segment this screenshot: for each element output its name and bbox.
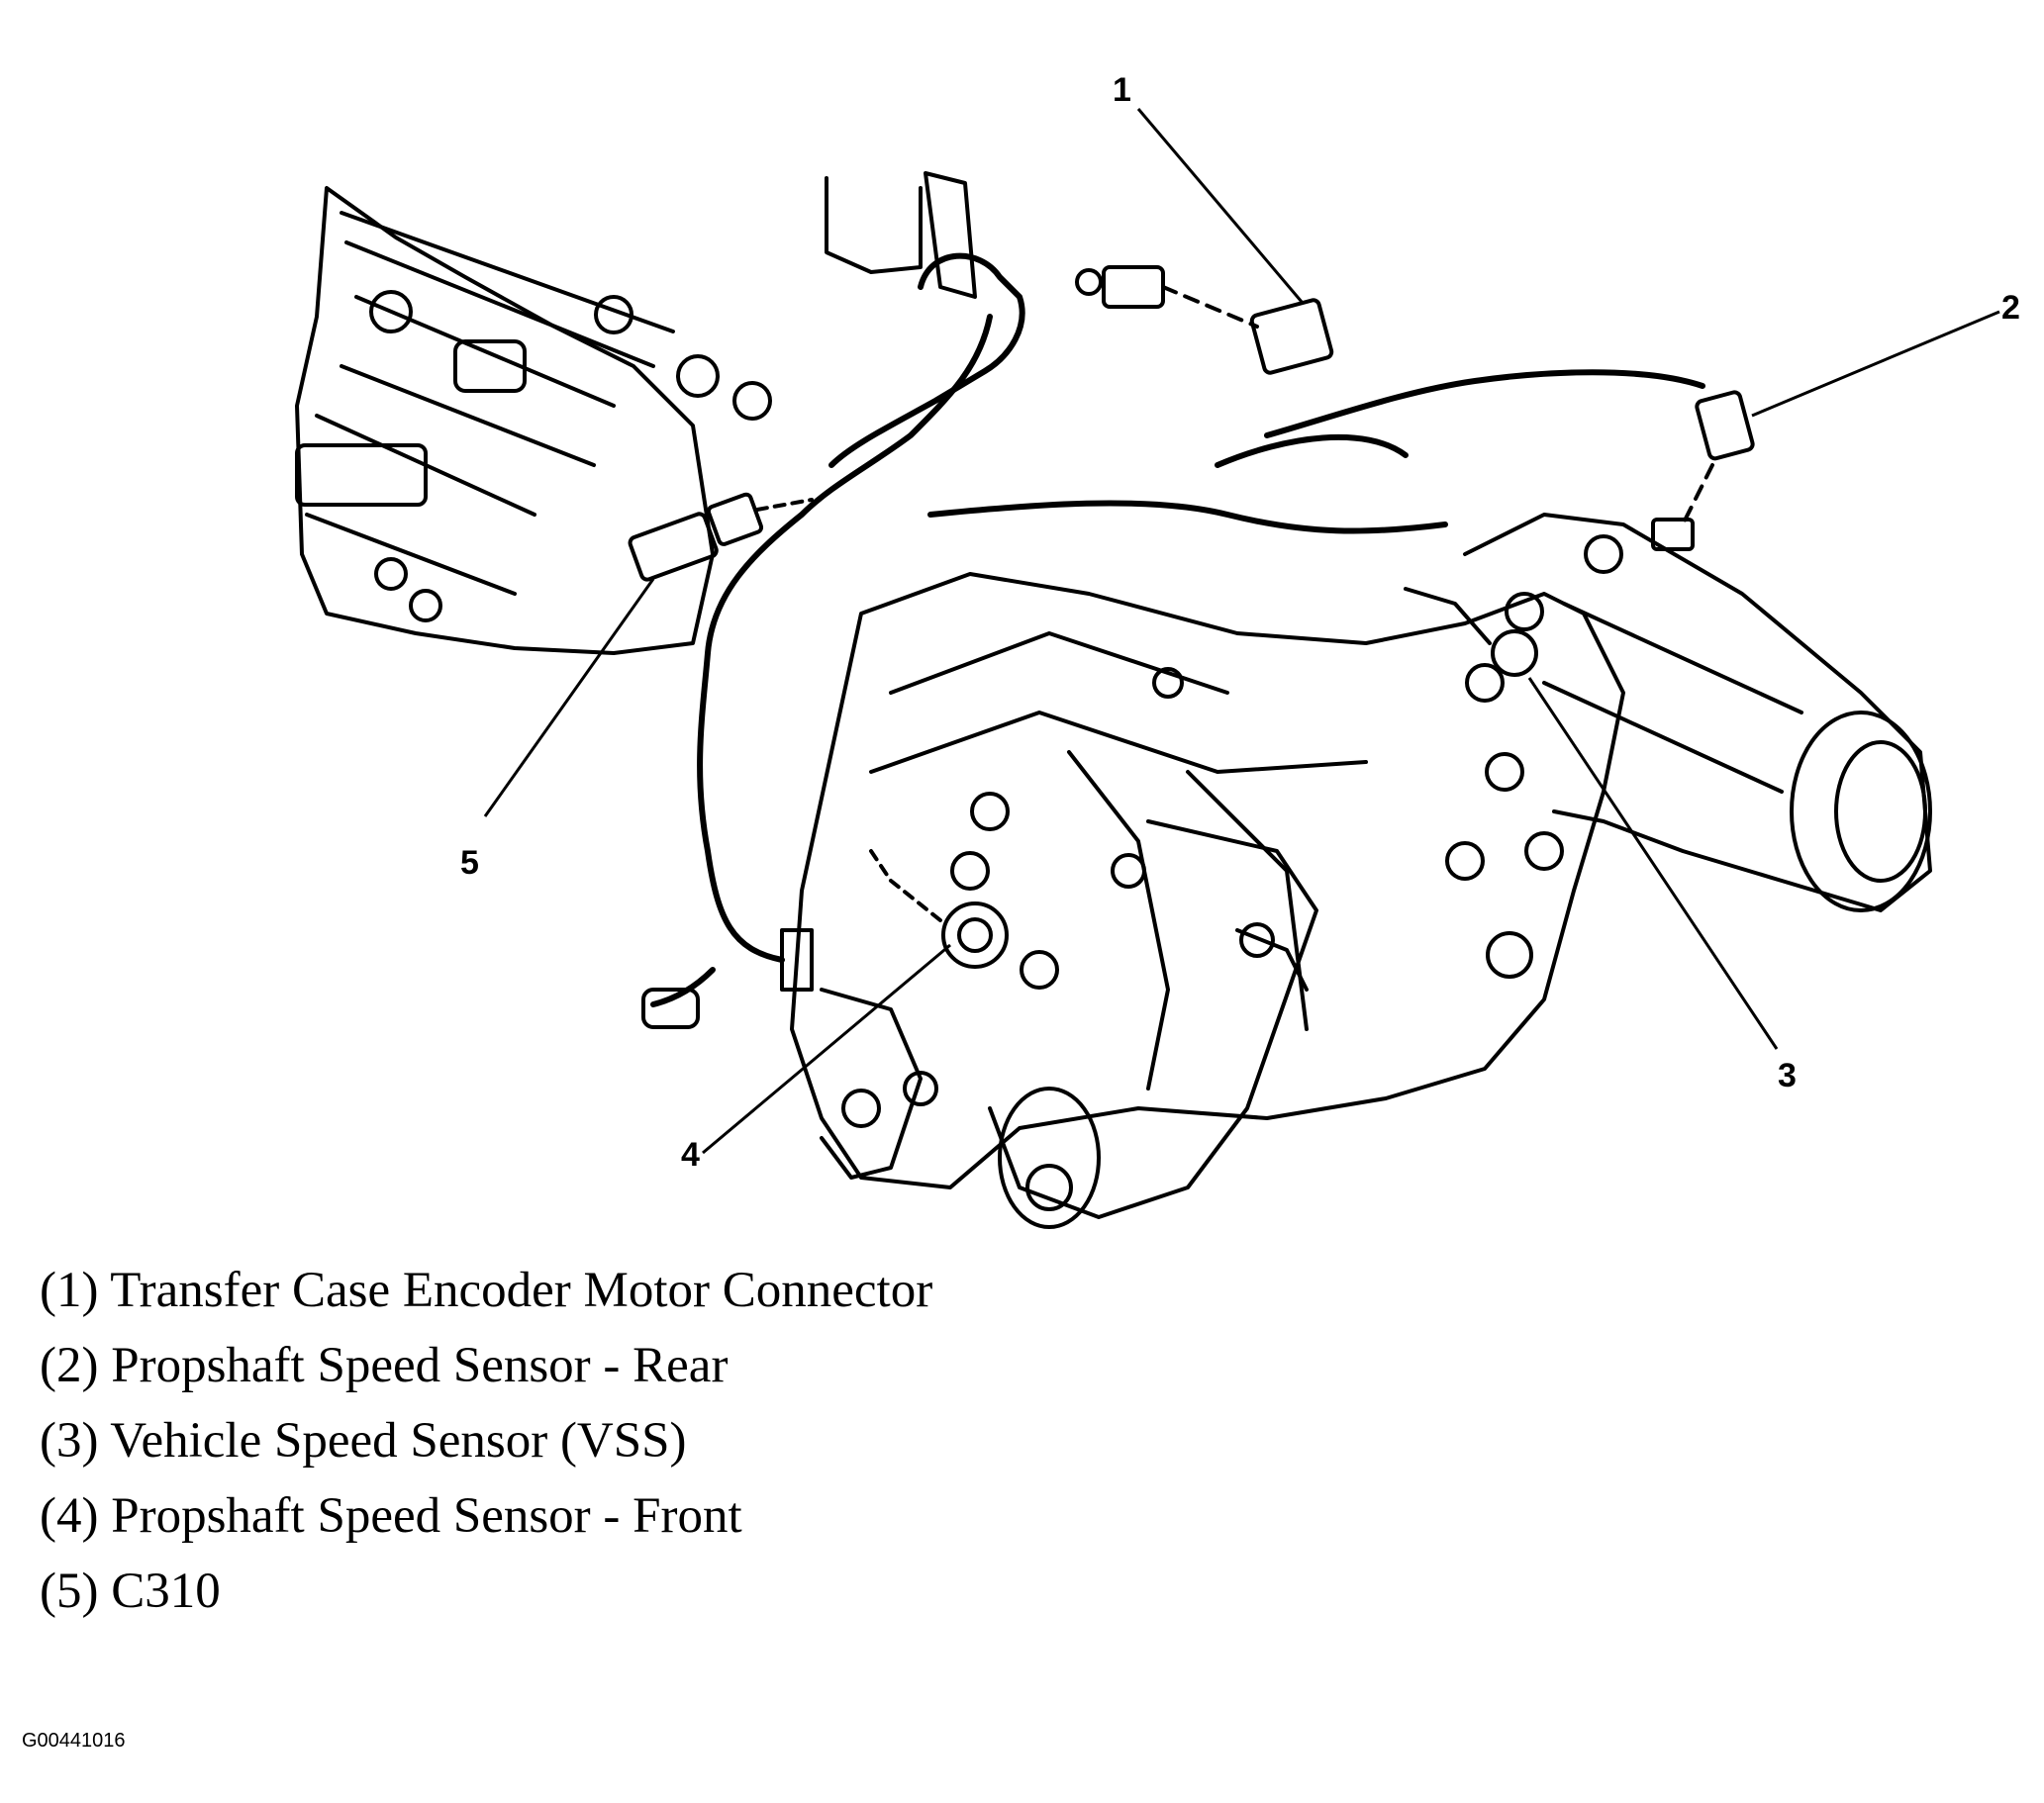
callout-5: 5 xyxy=(460,844,479,882)
connector-1 xyxy=(1075,265,1334,375)
wiring-harness xyxy=(641,252,1705,1029)
legend: (1) Transfer Case Encoder Motor Connecto… xyxy=(40,1253,932,1629)
leader-line-3 xyxy=(1527,677,1779,1050)
connector-2 xyxy=(1651,390,1755,551)
front-output xyxy=(780,928,938,1180)
shift-bracket xyxy=(825,171,977,299)
figure-id: G00441016 xyxy=(22,1730,126,1752)
legend-item-1: (1) Transfer Case Encoder Motor Connecto… xyxy=(40,1263,933,1318)
callout-4: 4 xyxy=(681,1136,700,1174)
callout-3: 3 xyxy=(1778,1057,1797,1094)
legend-item-3: (3) Vehicle Speed Sensor (VSS) xyxy=(40,1413,687,1469)
callout-1: 1 xyxy=(1113,71,1131,109)
leader-line-2 xyxy=(1751,310,2000,418)
transmission-housing xyxy=(295,186,772,655)
transfer-case-body xyxy=(790,572,1625,1189)
legend-item-5: (5) C310 xyxy=(40,1564,221,1619)
callout-2: 2 xyxy=(2001,289,2020,327)
encoder-motor xyxy=(988,819,1318,1229)
leader-line-1 xyxy=(1136,108,1304,303)
legend-item-4: (4) Propshaft Speed Sensor - Front xyxy=(40,1488,742,1544)
leader-line-5 xyxy=(483,578,655,817)
front-propshaft-sensor xyxy=(869,849,1009,969)
tail-housing xyxy=(1445,513,1932,979)
vss-sensor xyxy=(1404,587,1538,677)
legend-item-2: (2) Propshaft Speed Sensor - Rear xyxy=(40,1338,729,1393)
connector-c310 xyxy=(628,492,814,582)
leader-line-4 xyxy=(702,943,951,1155)
